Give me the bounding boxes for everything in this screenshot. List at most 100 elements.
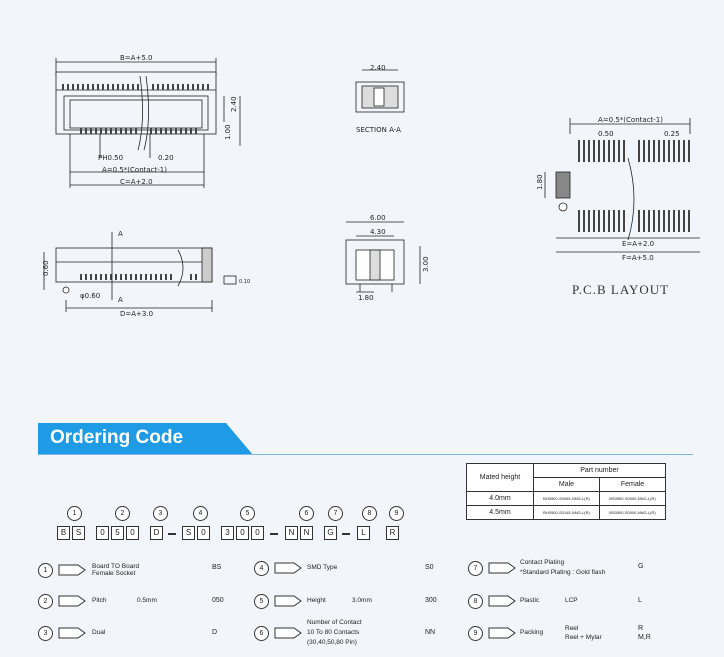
section-dim: 2.40: [370, 64, 386, 72]
legend-label: Packing: [520, 629, 544, 636]
contact-pin: [658, 210, 660, 232]
legend-value: Reel Reel + Mylar: [565, 625, 602, 641]
contact-pin: [135, 274, 137, 280]
contact-pin: [82, 84, 84, 90]
header-mated-height: Mated height: [466, 463, 534, 492]
contact-pin: [97, 84, 99, 90]
side-dim-phi: φ0.60: [80, 292, 100, 300]
legend-label: Pitch: [92, 597, 107, 604]
contact-pin: [152, 84, 154, 90]
contact-pin: [165, 128, 167, 134]
pcb-dim-e: E=A+2.0: [622, 240, 654, 248]
top-dim-b: B=A+5.0: [120, 54, 152, 62]
contact-pin: [130, 128, 132, 134]
arrow-tag-icon: [58, 595, 86, 607]
row-height: 4.0mm: [466, 491, 534, 506]
arrow-tag-icon: [58, 564, 86, 576]
code-char: 0: [236, 526, 249, 540]
code-num-9: 9: [389, 506, 404, 521]
contact-pin: [122, 84, 124, 90]
contact-pin: [100, 274, 102, 280]
legend-num: 3: [38, 626, 53, 641]
contact-pin: [613, 210, 615, 232]
row-height: 4.5mm: [466, 505, 534, 520]
contact-pin: [658, 140, 660, 162]
contact-pin: [683, 210, 685, 232]
contact-pin: [135, 128, 137, 134]
contact-pin: [170, 274, 172, 280]
side-section-mark-bottom: A: [118, 296, 123, 304]
side-flat: 0.10: [239, 279, 250, 285]
contact-pin: [663, 140, 665, 162]
code-char: B: [57, 526, 70, 540]
code-num-5: 5: [240, 506, 255, 521]
legend-code: 300: [425, 597, 437, 604]
contact-pin: [613, 140, 615, 162]
header-male: Male: [533, 477, 600, 492]
contact-pin: [160, 128, 162, 134]
technical-drawings: B=A+5.0 2.40 1.00 PH0.50 0.20 A=0.5*(Con…: [42, 54, 700, 318]
row-female: BS0500-S0000-NNG-L(R): [599, 491, 666, 506]
arrow-tag-icon: [488, 627, 516, 639]
contact-pin: [150, 274, 152, 280]
code-char: 0: [96, 526, 109, 540]
contact-pin: [165, 274, 167, 280]
legend-num: 2: [38, 594, 53, 609]
ordering-title: Ordering Code: [50, 427, 184, 448]
contact-pin: [207, 84, 209, 90]
contact-pin: [125, 274, 127, 280]
contact-pin: [638, 140, 640, 162]
contact-pin: [155, 274, 157, 280]
contact-pin: [583, 140, 585, 162]
code-char: 5: [111, 526, 124, 540]
contact-pin: [72, 84, 74, 90]
part-number-table: Mated height Part number Male Female 4.0…: [466, 463, 666, 520]
code-num-1: 1: [67, 506, 82, 521]
code-num-4: 4: [193, 506, 208, 521]
table-row: 4.0mm BH0500-S0095-NNG-L(R) BS0500-S0000…: [466, 491, 666, 506]
legend-label: Contact Plating *Standard Plating : Gold…: [520, 559, 606, 576]
contact-pin: [668, 140, 670, 162]
contact-pin: [132, 84, 134, 90]
code-dash: [342, 533, 350, 535]
legend-value: 0.5mm: [137, 597, 157, 604]
contact-pin: [598, 210, 600, 232]
code-char: D: [150, 526, 163, 540]
contact-pin: [90, 274, 92, 280]
contact-pin: [190, 128, 192, 134]
pcb-dim-0-25: 0.25: [664, 130, 680, 138]
contact-pin: [187, 84, 189, 90]
contact-pin: [623, 140, 625, 162]
legend-num: 1: [38, 563, 53, 578]
pcb-dim-f: F=A+5.0: [622, 254, 654, 262]
header-female: Female: [599, 477, 666, 492]
contact-pin: [115, 128, 117, 134]
contact-pin: [180, 128, 182, 134]
top-dim-a: A=0.5*(Contact-1): [102, 166, 167, 174]
contact-pin: [95, 128, 97, 134]
top-dim-0-20: 0.20: [158, 154, 174, 162]
contact-pin: [653, 140, 655, 162]
contact-pin: [603, 140, 605, 162]
contact-pin: [67, 84, 69, 90]
side-dim-0-60: 0.60: [42, 260, 50, 276]
contact-pin: [192, 84, 194, 90]
contact-pin: [150, 128, 152, 134]
contact-pin: [167, 84, 169, 90]
contact-pin: [648, 140, 650, 162]
contact-pin: [120, 128, 122, 134]
end-dim-3-00: 3.00: [422, 256, 430, 272]
contact-pin: [115, 274, 117, 280]
ordering-banner: [38, 423, 253, 455]
contact-pin: [95, 274, 97, 280]
code-char: 3: [221, 526, 234, 540]
top-dim-c: C=A+2.0: [120, 178, 153, 186]
code-dash: [168, 533, 176, 535]
contact-pin: [80, 274, 82, 280]
contact-pin: [145, 274, 147, 280]
contact-pin: [85, 128, 87, 134]
legend-code: R M,R: [638, 625, 651, 641]
legend-value: 3.0mm: [352, 597, 372, 604]
contact-pin: [112, 84, 114, 90]
code-char: N: [285, 526, 298, 540]
